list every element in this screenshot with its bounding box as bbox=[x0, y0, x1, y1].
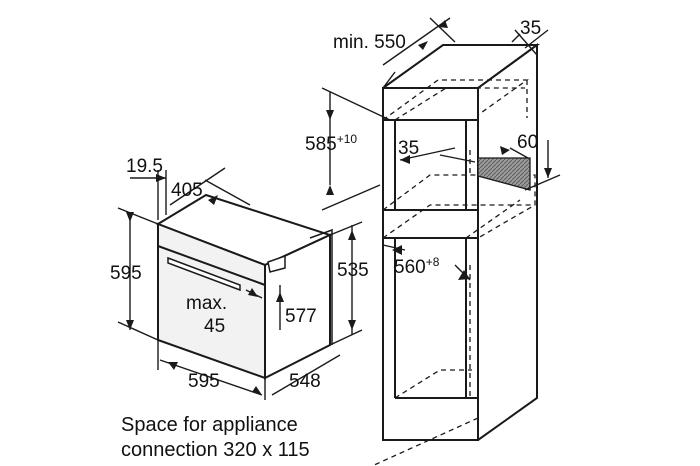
label-oven-width: 595 bbox=[188, 371, 220, 392]
caption-line-1: Space for appliance bbox=[121, 414, 298, 436]
label-vent-depth: 35 bbox=[398, 138, 419, 159]
arrowheads bbox=[126, 20, 552, 395]
label-door-opening-2: 45 bbox=[204, 316, 225, 337]
label-oven-depth: 548 bbox=[289, 371, 321, 392]
label-door-opening-1: max. bbox=[186, 293, 227, 314]
label-oven-inner-height: 577 bbox=[285, 306, 317, 327]
vent-slot bbox=[477, 157, 531, 191]
caption-line-2: connection 320 x 115 bbox=[121, 439, 310, 461]
label-niche-width-value: 560 bbox=[394, 257, 426, 278]
cabinet-hidden-lines bbox=[371, 79, 536, 466]
label-trim-offset: 19.5 bbox=[126, 156, 163, 177]
label-niche-height-value: 585 bbox=[305, 134, 337, 155]
label-oven-height: 595 bbox=[110, 263, 142, 284]
cabinet-drawing bbox=[382, 43, 541, 441]
label-niche-height-tol: +10 bbox=[337, 132, 358, 146]
label-niche-width: 560+8 bbox=[394, 255, 440, 278]
label-oven-top-depth: 405 bbox=[171, 180, 203, 201]
label-niche-height: 585+10 bbox=[305, 132, 357, 155]
label-niche-width-tol: +8 bbox=[426, 255, 440, 269]
label-oven-body-height: 535 bbox=[337, 260, 369, 281]
label-cabinet-wall: 35 bbox=[520, 18, 541, 39]
label-vent-height: 60 bbox=[517, 132, 538, 153]
oven-drawing bbox=[155, 193, 333, 380]
label-cabinet-depth: min. 550 bbox=[333, 32, 406, 53]
